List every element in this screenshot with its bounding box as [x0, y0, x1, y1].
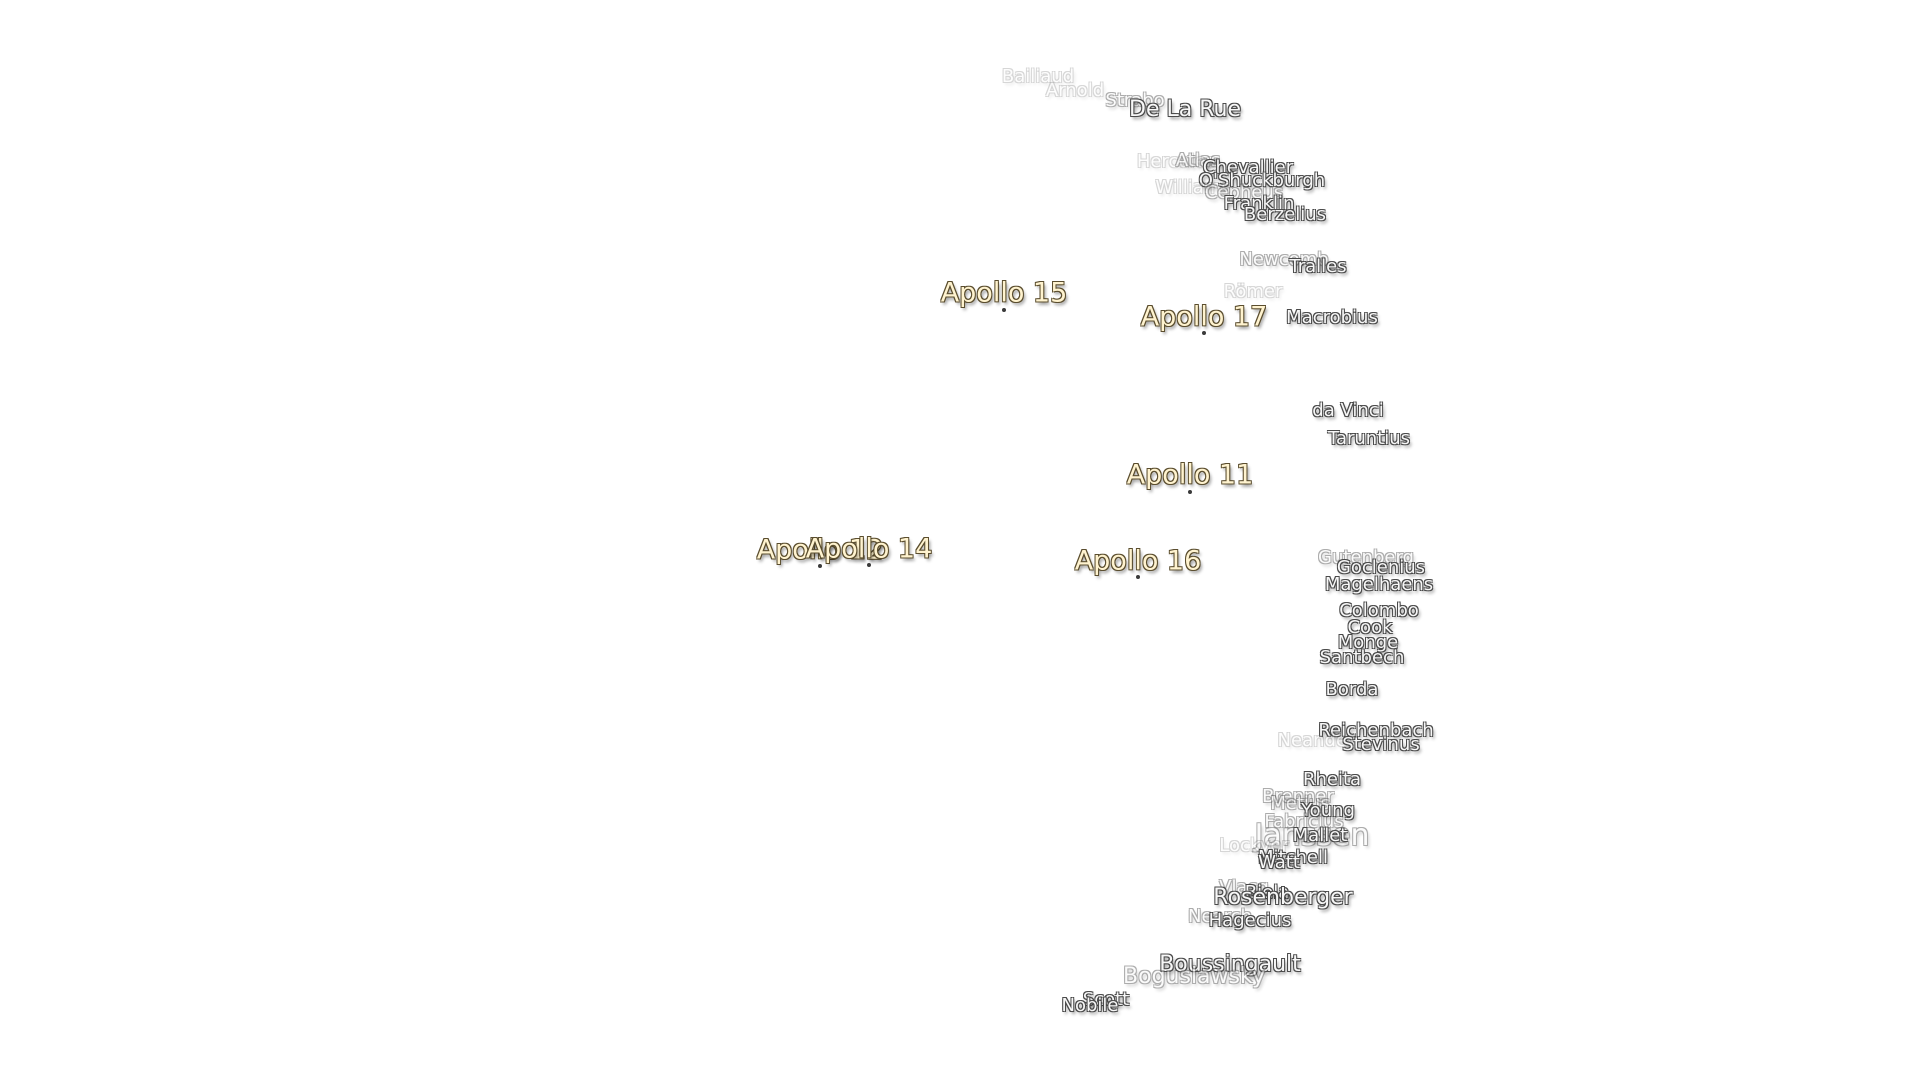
apollo-16-site-marker	[1136, 575, 1140, 579]
crater-label[interactable]: Nearch	[1188, 906, 1252, 927]
crater-label[interactable]: Bailiaud	[1001, 66, 1075, 87]
apollo-14-label[interactable]: Apollo 14	[805, 533, 933, 565]
crater-label[interactable]: Chevallier	[1202, 157, 1294, 178]
crater-label[interactable]: Taruntius	[1327, 428, 1411, 449]
crater-label[interactable]: Janssen	[1254, 818, 1370, 853]
crater-label[interactable]: Mallet	[1292, 825, 1348, 846]
crater-label[interactable]: Lockyer	[1219, 835, 1289, 856]
crater-label[interactable]: Colombo	[1339, 600, 1419, 621]
crater-label[interactable]: Römer	[1223, 281, 1283, 302]
crater-label[interactable]: Santbech	[1319, 647, 1405, 668]
crater-label[interactable]: Biela	[1244, 882, 1290, 903]
crater-label[interactable]: Monge	[1337, 632, 1399, 653]
crater-label[interactable]: Brenner	[1262, 786, 1334, 807]
crater-label[interactable]: Young	[1301, 800, 1355, 821]
crater-label[interactable]: Gutenberg	[1318, 547, 1414, 568]
apollo-14-site-marker	[867, 563, 871, 567]
crater-label[interactable]: Metius	[1270, 793, 1330, 814]
crater-label[interactable]: Borda	[1325, 679, 1379, 700]
crater-label[interactable]: Stevinus	[1342, 734, 1420, 755]
crater-label[interactable]: Atlas	[1175, 150, 1221, 171]
apollo-12-site-marker	[818, 564, 822, 568]
crater-label[interactable]: Scott	[1082, 989, 1130, 1010]
apollo-17-label[interactable]: Apollo 17	[1140, 301, 1268, 333]
crater-label[interactable]: Boguslawsky	[1123, 964, 1265, 989]
apollo-16-label[interactable]: Apollo 16	[1074, 545, 1202, 577]
crater-label[interactable]: Goclenius	[1336, 557, 1426, 578]
crater-label[interactable]: Magelhaens	[1324, 574, 1434, 595]
crater-label[interactable]: Neander	[1277, 730, 1355, 751]
crater-label[interactable]: Vlacq	[1219, 877, 1269, 898]
apollo-15-label[interactable]: Apollo 15	[940, 277, 1068, 309]
crater-label[interactable]: Macrobius	[1286, 307, 1378, 328]
crater-label[interactable]: Nobile	[1061, 995, 1119, 1016]
apollo-11-site-marker	[1188, 490, 1192, 494]
apollo-17-site-marker	[1202, 331, 1206, 335]
crater-label[interactable]: Tralles	[1289, 256, 1347, 277]
crater-label[interactable]: Cepheus	[1204, 182, 1284, 203]
crater-label[interactable]: Boussingault	[1159, 952, 1301, 977]
crater-label[interactable]: Cook	[1347, 617, 1393, 638]
crater-label[interactable]: Arnold	[1045, 80, 1105, 101]
apollo-15-site-marker	[1002, 308, 1006, 312]
crater-label[interactable]: Rosenberger	[1213, 885, 1353, 910]
crater-label[interactable]: De La Rue	[1129, 97, 1241, 122]
crater-label[interactable]: Fabricius	[1264, 811, 1344, 832]
crater-label[interactable]: Rheita	[1302, 769, 1362, 790]
crater-label[interactable]: Hagecius	[1208, 910, 1292, 931]
apollo-11-label[interactable]: Apollo 11	[1126, 459, 1254, 491]
crater-label[interactable]: Strabo	[1105, 90, 1165, 111]
crater-label[interactable]: Newcomb	[1239, 249, 1329, 270]
crater-label[interactable]: Williams	[1155, 177, 1231, 198]
crater-label[interactable]: Hercules	[1136, 151, 1216, 172]
crater-label[interactable]: Watt	[1258, 852, 1300, 873]
apollo-12-label[interactable]: Apollo 12	[756, 534, 884, 566]
crater-label[interactable]: da Vinci	[1312, 400, 1384, 421]
crater-label[interactable]: Franklin	[1223, 193, 1295, 214]
crater-label[interactable]: O'Shuckburgh	[1198, 170, 1326, 191]
crater-label[interactable]: Reichenbach	[1318, 720, 1434, 741]
crater-label[interactable]: Mitchell	[1258, 847, 1328, 868]
crater-label[interactable]: Berzelius	[1243, 204, 1327, 225]
